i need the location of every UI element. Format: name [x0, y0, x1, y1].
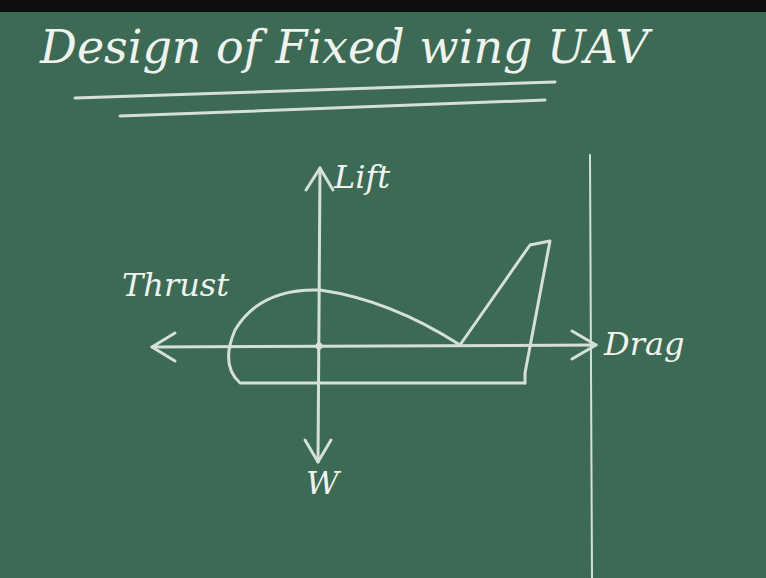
force-label: W — [306, 466, 339, 501]
force-label: Drag — [604, 327, 685, 362]
board-title: Design of Fixed wing UAV — [40, 22, 649, 73]
force-label: Lift — [334, 160, 390, 195]
board-top-bar — [0, 0, 766, 12]
force-label: Thrust — [122, 268, 229, 303]
